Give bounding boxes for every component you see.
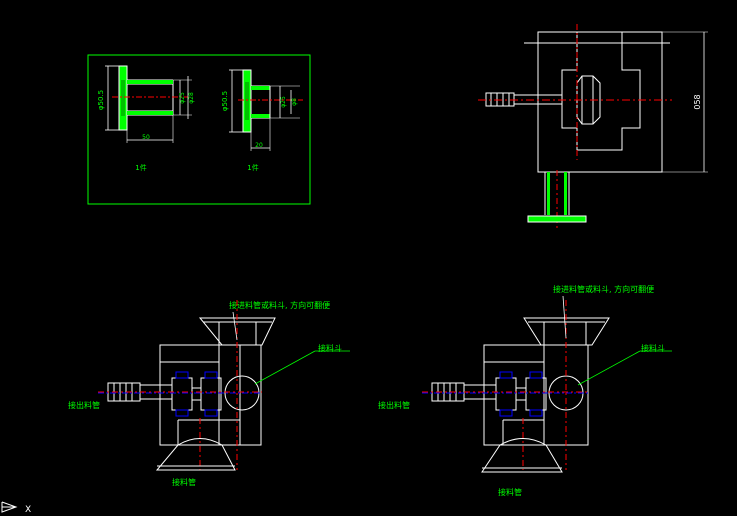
left-label-bottom: 接料管 [172,477,196,487]
part-a-drawing: φ50.5 φ25 φ28 50 1件 [97,65,195,172]
left-label-hopper: 接料斗 [318,343,342,353]
right-label-bottom: 接料管 [498,487,522,497]
right-hopper-top [523,317,610,346]
left-bottom-outlet [155,444,236,471]
part-b-length-dim: 20 [255,142,263,149]
part-b-flange-dim: φ50.5 [221,91,229,111]
left-body [159,344,262,446]
part-b-d1-dim: φ25 [280,96,287,108]
left-assembly: 接进料管或料斗, 方向可翻便 接料斗 接出料管 接料管 [68,300,350,487]
top-view-bottom-flange [527,215,587,223]
part-b-drawing: φ50.5 φ25 φ8 20 1件 [221,69,303,172]
part-a-d2-dim: φ28 [188,92,195,104]
right-label-hopper: 接料斗 [641,343,665,353]
part-b-d2-dim: φ8 [291,98,298,106]
ucs-axis-icon: X [1,501,31,515]
part-a-flange-inner [121,80,125,116]
right-assembly: 接进料管或料斗, 方向可翻便 接料斗 接出料管 接料管 [378,284,672,497]
left-label-outlet: 接出料管 [68,400,100,410]
right-label-outlet: 接出料管 [378,400,410,410]
top-view-height-dim: 058 [693,94,702,109]
ucs-x-label: X [25,505,31,515]
right-bottom-outlet [481,444,563,473]
right-body [483,344,589,446]
part-a-quantity: 1件 [135,163,146,172]
part-a-d1-dim: φ25 [179,92,186,104]
right-label-top: 接进料管或料斗, 方向可翻便 [553,284,654,294]
top-view-body [537,31,663,173]
left-hopper-top [198,317,276,346]
part-a-flange-dim: φ50.5 [97,90,105,110]
part-a-length-dim: 50 [142,134,150,141]
left-label-top: 接进料管或料斗, 方向可翻便 [229,300,330,310]
top-view: 058 [478,24,708,228]
detail-panel: φ50.5 φ25 φ28 50 1件 φ50.5 [87,54,311,205]
part-b-quantity: 1件 [247,163,258,172]
detail-frame [87,54,311,205]
